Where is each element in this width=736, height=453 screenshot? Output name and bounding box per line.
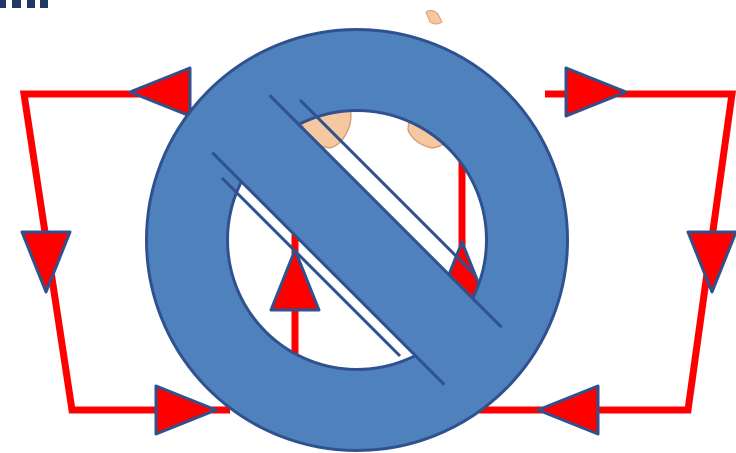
prohibition-sign-icon <box>187 70 527 410</box>
arrow-center-left-icon <box>271 250 319 310</box>
arrow-top-right-icon <box>566 68 626 116</box>
title-fragment <box>0 0 48 8</box>
arrow-left-side-icon <box>22 232 70 292</box>
arrow-top-left-icon <box>130 68 190 116</box>
arrow-right-side-icon <box>688 232 736 292</box>
arrow-bottom-left-icon <box>156 386 216 434</box>
arrow-bottom-right-icon <box>538 386 598 434</box>
